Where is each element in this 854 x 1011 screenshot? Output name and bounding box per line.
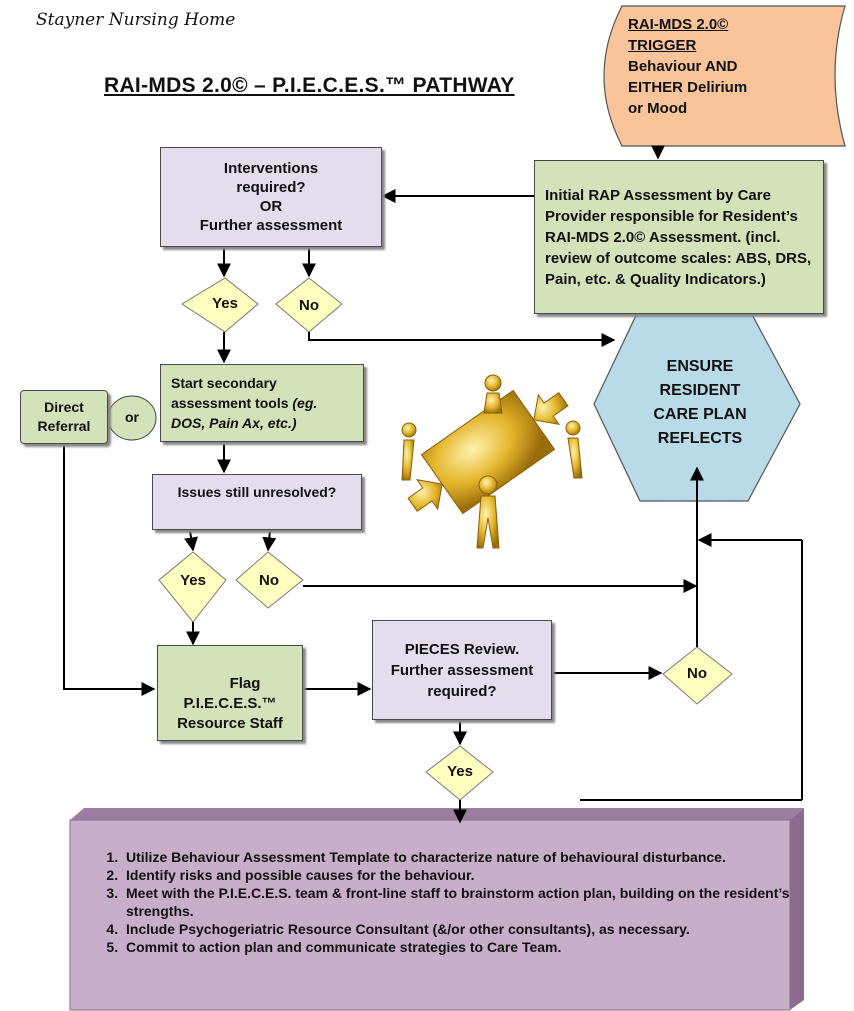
trigger-title: RAI-MDS 2.0© [628, 16, 729, 33]
action-box-side [790, 808, 804, 1010]
decision1-yes-label: Yes [212, 295, 238, 312]
trigger-condition-2: EITHER Delirium [628, 79, 748, 96]
page-title: RAI-MDS 2.0© – P.I.E.C.E.S.™ PATHWAY [104, 74, 515, 97]
flag-line-3: Resource Staff [177, 715, 283, 732]
connector-lines [63, 145, 803, 824]
ensure-line-3: CARE PLAN [653, 406, 747, 423]
direct-referral-box: Direct Referral [20, 390, 108, 444]
decision1-no-label: No [299, 297, 319, 314]
ensure-line-2: RESIDENT [659, 382, 741, 399]
action-box-top [70, 808, 804, 820]
decision2-yes-label: Yes [180, 572, 206, 589]
issues-unresolved-box: Issues still unresolved? [152, 474, 362, 530]
trigger-label: RAI-MDS 2.0© TRIGGER Behaviour AND EITHE… [628, 14, 747, 119]
interventions-line-4: Further assessment [199, 217, 343, 234]
interventions-line-3: OR [259, 198, 283, 215]
initial-assessment-text: Initial RAP Assessment by Care Provider … [545, 186, 812, 288]
initial-assessment-box: Initial RAP Assessment by Care Provider … [534, 160, 824, 314]
action-item-1: Utilize Behaviour Assessment Template to… [122, 848, 802, 866]
ensure-care-plan-label: ENSURE RESIDENT CARE PLAN REFLECTS [610, 355, 790, 451]
teamwork-puzzle-illustration [401, 374, 583, 549]
action-box-front [69, 819, 791, 1011]
decision-no-diamond-3 [662, 646, 733, 705]
pieces-review-text: PIECES Review. Further assessment requir… [390, 640, 534, 700]
direct-referral-line-1: Direct [44, 399, 84, 415]
decision3-no-label: No [687, 665, 707, 682]
trigger-keyword: TRIGGER [628, 37, 697, 54]
action-item-2: Identify risks and possible causes for t… [122, 866, 802, 884]
interventions-line-2: required? [236, 179, 306, 196]
ensure-line-1: ENSURE [666, 358, 734, 375]
decision4-yes-label: Yes [447, 763, 473, 780]
interventions-box: Interventions required? OR Further asses… [160, 147, 382, 247]
trigger-condition-3: or Mood [628, 100, 688, 117]
ensure-line-4: REFLECTS [657, 430, 743, 447]
action-item-3: Meet with the P.I.E.C.E.S. team & front-… [122, 884, 802, 920]
decision-no-diamond-2 [235, 551, 304, 609]
or-connector-label: or [125, 409, 139, 425]
action-plan-list: Utilize Behaviour Assessment Template to… [96, 848, 802, 956]
issues-unresolved-text: Issues still unresolved? [177, 484, 337, 500]
action-item-5: Commit to action plan and communicate st… [122, 938, 802, 956]
or-connector-oval [107, 395, 157, 441]
direct-referral-line-2: Referral [37, 418, 91, 434]
trigger-shape [603, 5, 846, 147]
secondary-tools-box: Start secondary assessment tools (eg. DO… [160, 364, 364, 442]
flag-line-2: P.I.E.C.E.S.™ [183, 695, 277, 712]
secondary-tools-text: Start secondary assessment tools [171, 375, 289, 411]
organization-name: Stayner Nursing Home [36, 10, 236, 30]
flag-pieces-box: Flag P.I.E.C.E.S.™ Resource Staff [157, 645, 303, 741]
flag-line-1: Flag [229, 675, 261, 692]
pieces-review-box: PIECES Review. Further assessment requir… [372, 620, 552, 720]
trigger-condition-1: Behaviour AND [628, 58, 738, 75]
interventions-line-1: Interventions [223, 160, 319, 177]
action-item-4: Include Psychogeriatric Resource Consult… [122, 920, 802, 938]
secondary-tools-example: (eg. DOS, Pain Ax, etc.) [171, 395, 318, 431]
decision2-no-label: No [259, 572, 279, 589]
